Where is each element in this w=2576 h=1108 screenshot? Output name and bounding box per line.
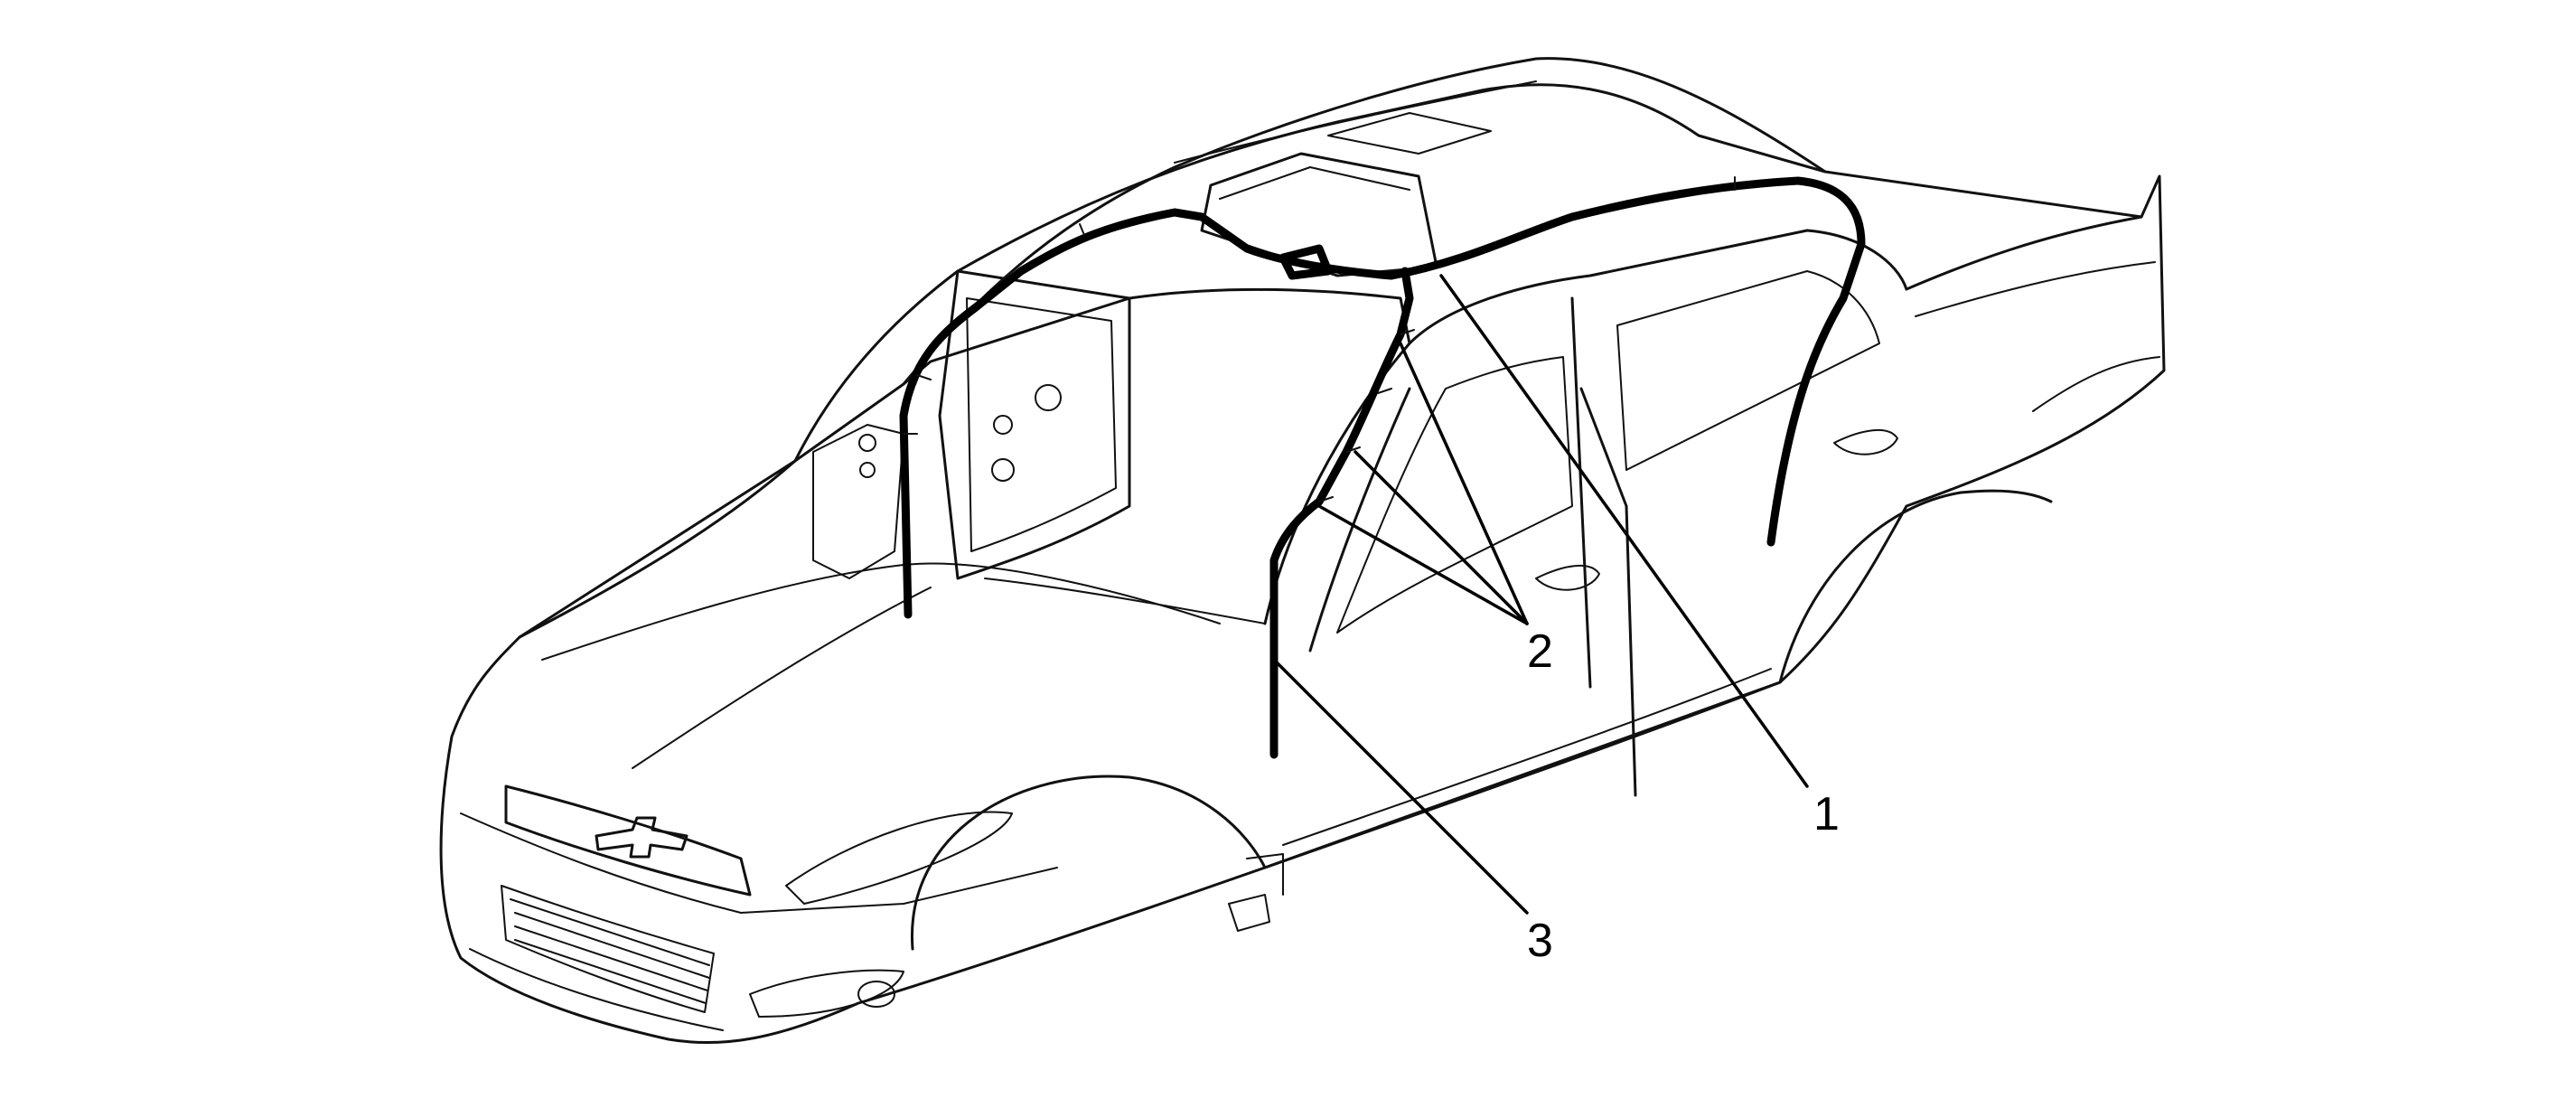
- leader-2c: [1317, 504, 1529, 625]
- callout-2: 2: [1527, 625, 1553, 678]
- callout-3: 3: [1527, 915, 1553, 967]
- leader-2b: [1354, 450, 1529, 625]
- leader-3: [1272, 658, 1529, 915]
- roof-wiring-harness: [899, 176, 1866, 759]
- car-body-outline: [439, 57, 2166, 1045]
- callout-1: 1: [1813, 788, 1840, 840]
- leader-2a: [1399, 342, 1529, 625]
- callout-leaders: [1272, 274, 1809, 915]
- leader-1: [1439, 274, 1809, 788]
